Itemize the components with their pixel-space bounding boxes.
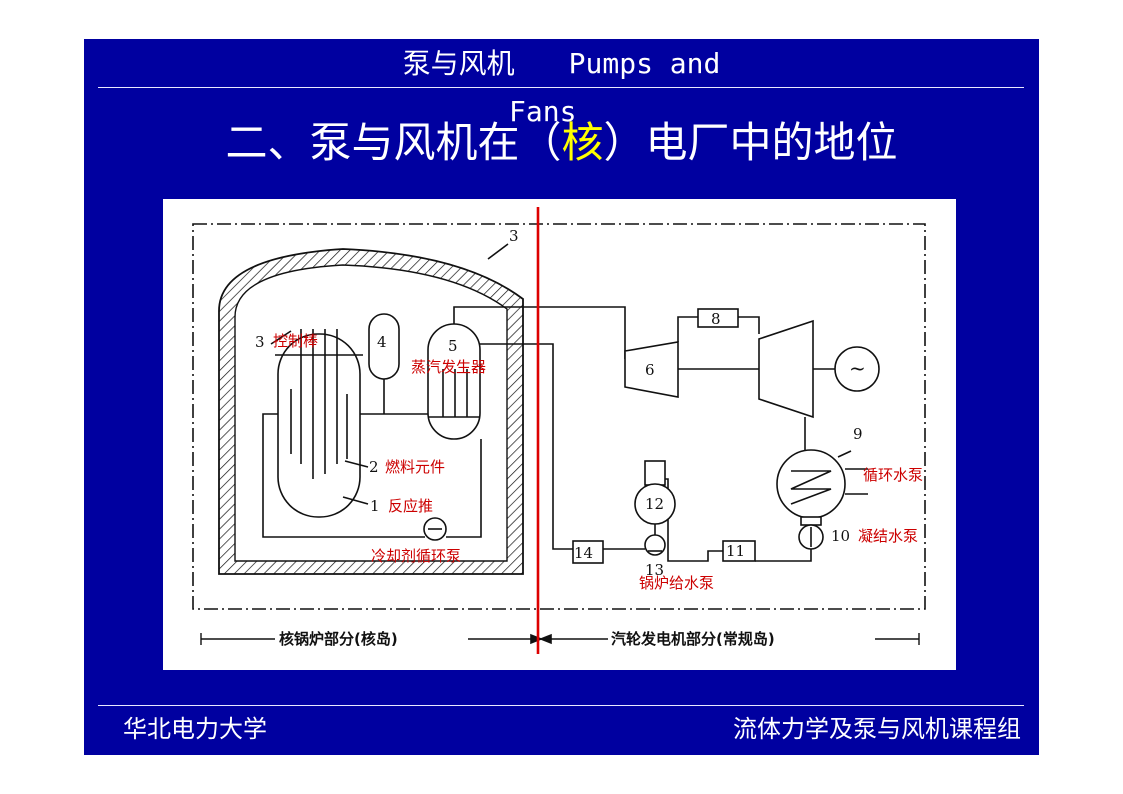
num-6: 5 (448, 337, 458, 355)
condenser-coil (790, 470, 832, 505)
num-9: 8 (711, 310, 721, 328)
footer-university: 华北电力大学 (123, 715, 267, 743)
leader-10 (837, 450, 852, 458)
hp-heater (572, 540, 604, 564)
num-15: 14 (574, 544, 593, 562)
condensate-line (755, 549, 812, 562)
num-12: 11 (726, 542, 745, 560)
label-control-rod: 控制棒 (273, 332, 318, 350)
boundary-line (192, 223, 926, 610)
num-5: 4 (377, 333, 387, 351)
reheater (697, 308, 739, 328)
title-highlight: 核 (561, 118, 604, 167)
hotwell (800, 516, 822, 526)
num-1: 1 (370, 497, 380, 515)
section-nuclear-island: 核锅炉部分(核岛) (279, 630, 398, 648)
lp-turbine (758, 319, 814, 419)
generator (834, 346, 880, 392)
num-2: 2 (369, 458, 379, 476)
footer-course-group: 流体力学及泵与风机课程组 (733, 715, 1021, 743)
label-reactor: 反应推 (388, 497, 433, 515)
reheat-pipe (738, 316, 760, 334)
footer-rule (98, 705, 1024, 706)
num-10: 9 (853, 425, 863, 443)
feed-pump (644, 534, 666, 556)
primary-loop (262, 413, 425, 538)
condenser (776, 449, 846, 519)
leader-2 (344, 460, 369, 468)
leader-1 (342, 496, 369, 505)
title-part-1: 二、泵与风机在（ (225, 118, 562, 167)
arrow-head (530, 633, 544, 645)
num-11: 10 (831, 527, 850, 545)
num-13: 12 (645, 495, 664, 513)
header-rule (98, 87, 1024, 88)
num-8: 6 (645, 361, 655, 379)
label-condensate-pump: 凝结水泵 (858, 527, 918, 545)
deaerator-head (644, 460, 666, 486)
course-name-en: Pumps and (568, 47, 721, 80)
label-circulating-pump: 循环水泵 (863, 466, 923, 484)
label-feed-pump: 锅炉给水泵 (639, 574, 714, 592)
label-fuel-element: 燃料元件 (385, 458, 445, 476)
slide: 泵与风机 Pumps and Fans 二、泵与风机在（核）电厂中的地位 (84, 39, 1039, 755)
title-part-2: ）电厂中的地位 (603, 118, 898, 167)
primary-loop (446, 439, 482, 538)
leader-4 (487, 243, 509, 260)
generator-symbol: ~ (849, 356, 866, 380)
npp-diagram: 3 3 4 5 2 1 6 8 9 10 11 12 13 14 ~ 控制棒 蒸… (163, 199, 956, 670)
hp-turbine (624, 341, 679, 398)
label-coolant-pump: 冷却剂循环泵 (371, 547, 461, 565)
label-steam-generator: 蒸汽发生器 (411, 358, 486, 376)
course-name-cn: 泵与风机 (402, 47, 515, 80)
reactor-vessel (277, 333, 361, 518)
slide-title: 二、泵与风机在（核）电厂中的地位 (84, 117, 1039, 169)
num-3: 3 (255, 333, 265, 351)
num-4: 3 (509, 227, 519, 245)
reheat-pipe (677, 316, 698, 342)
arrow-head (538, 633, 552, 645)
course-header: 泵与风机 Pumps and (84, 49, 1039, 79)
course-name-en-wrap: Fans (509, 95, 577, 128)
leader-3 (270, 330, 292, 345)
npp-diagram-svg: 3 3 4 5 2 1 6 8 9 10 11 12 13 14 ~ 控制棒 蒸… (192, 207, 926, 654)
section-conventional-island: 汽轮发电机部分(常规岛) (611, 630, 775, 648)
num-14: 13 (645, 561, 664, 579)
feed-line (480, 343, 573, 550)
steam-line (453, 306, 626, 359)
